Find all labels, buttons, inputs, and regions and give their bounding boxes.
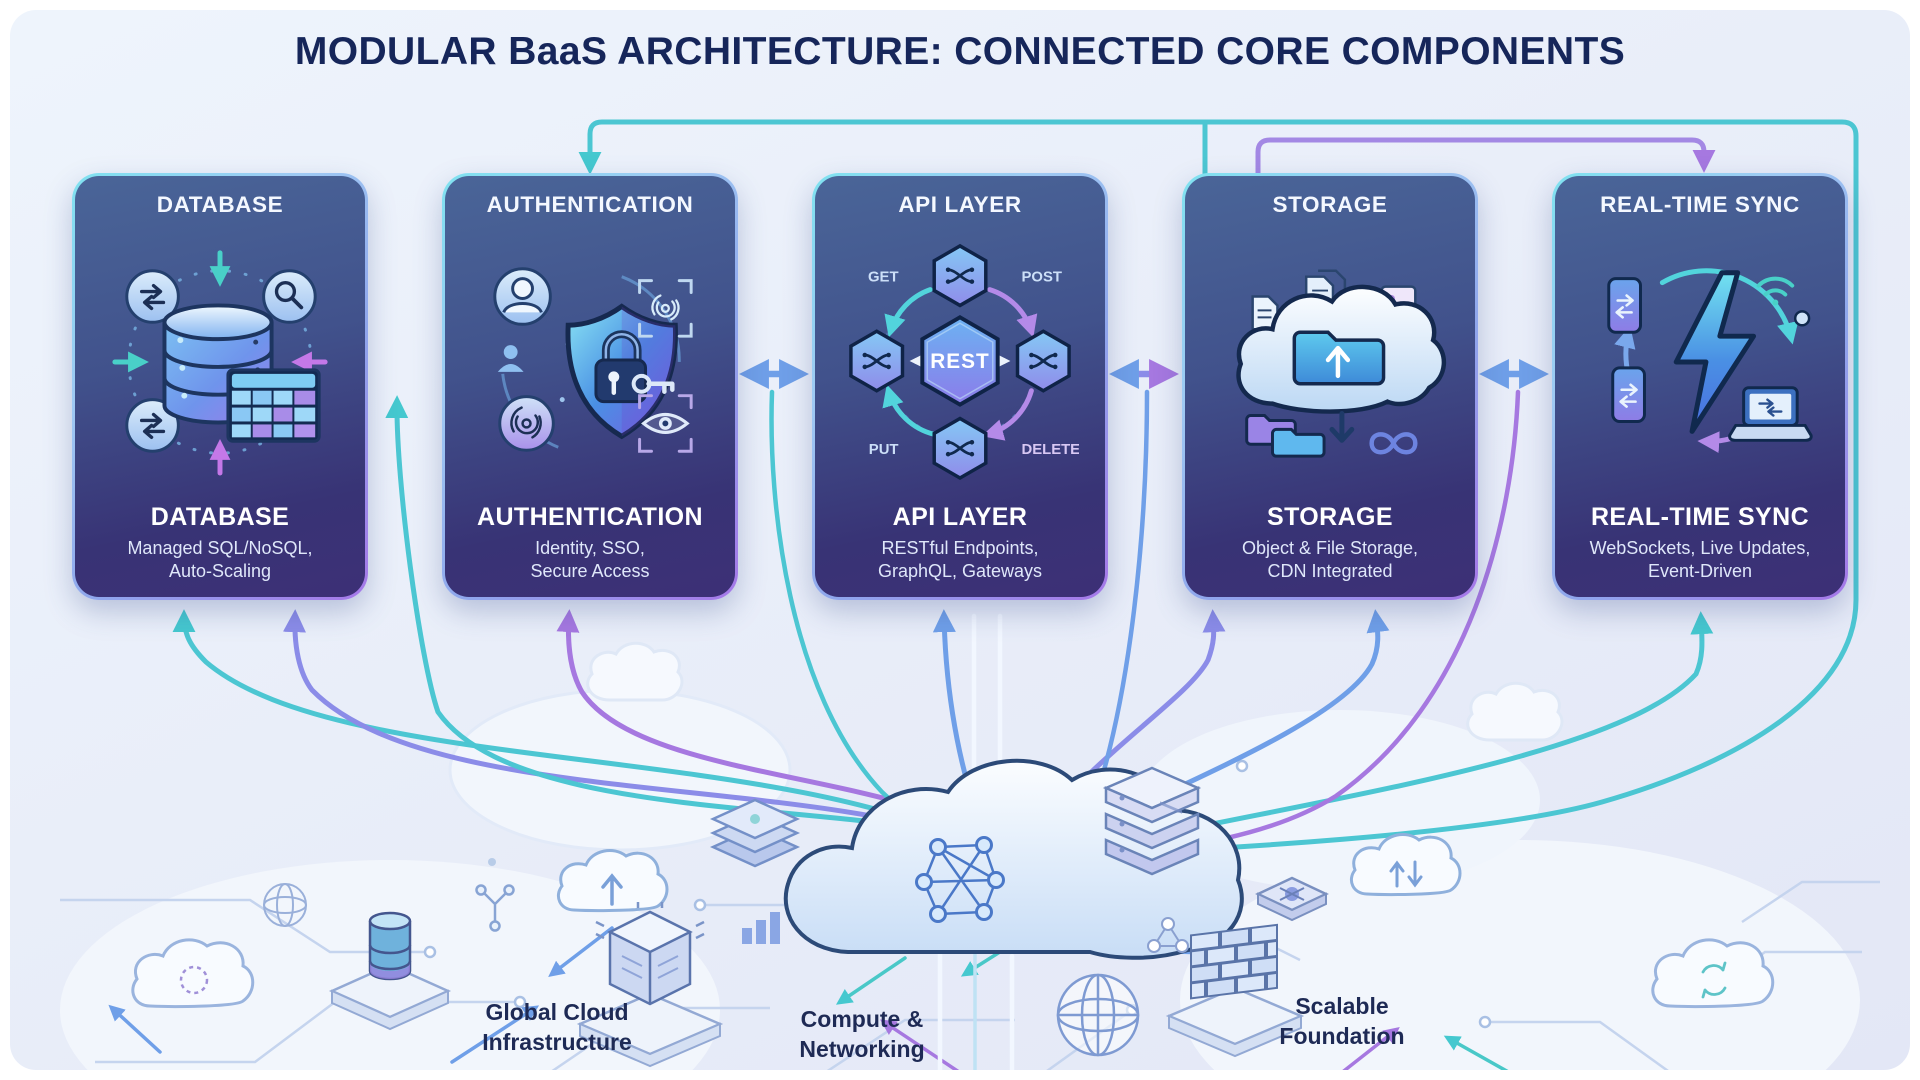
rest-label: REST xyxy=(930,350,989,373)
card-api-layer: API LAYER xyxy=(812,173,1108,600)
rest-satellite-hexagons xyxy=(849,243,1071,480)
top-bus-lines xyxy=(578,119,1859,857)
post-label: POST xyxy=(1021,270,1061,286)
sphere-grid-icon xyxy=(263,883,307,927)
folder-pair-icon xyxy=(1245,414,1326,458)
cloud-refresh-right-icon xyxy=(1651,938,1775,1008)
rest-center-hexagon: REST xyxy=(920,315,1000,407)
card-database-header: DATABASE xyxy=(156,192,284,217)
phone-icon-2 xyxy=(1611,366,1646,423)
page-title: MODULAR BaaS ARCHITECTURE: CONNECTED COR… xyxy=(294,30,1626,73)
card-storage: STORAGE xyxy=(1182,173,1478,600)
small-user-icon xyxy=(497,345,524,372)
eye-scan-icon xyxy=(638,394,693,453)
key-icon xyxy=(631,373,675,394)
fingerprint-scan-icon xyxy=(638,279,693,338)
lightning-bolt-icon xyxy=(1673,270,1757,434)
card-real-time-sync-header: REAL-TIME SYNC xyxy=(1600,192,1800,217)
iot-chip-icon xyxy=(1255,876,1329,922)
laptop-icon xyxy=(1728,386,1813,442)
card-database: DATABASE xyxy=(72,173,368,600)
realtime-sync-icon xyxy=(1607,268,1813,453)
down-arrow-icon xyxy=(1329,411,1355,443)
card-real-time-sync: REAL-TIME SYNC xyxy=(1552,173,1848,600)
cpu-chip-iso-icon xyxy=(576,902,724,1068)
layer-stack-icon xyxy=(709,798,801,868)
api-layer-icon: REST GET POST PUT DELETE xyxy=(849,243,1079,480)
card-api-layer-title: API LAYER xyxy=(892,502,1028,531)
server-stack-iso-icon xyxy=(1102,766,1202,876)
folder-upload-icon xyxy=(1292,330,1386,386)
card-storage-header: STORAGE xyxy=(1272,192,1388,217)
card-database-title: DATABASE xyxy=(150,502,290,531)
card-api-layer-subtitle: RESTful Endpoints,GraphQL, Gateways xyxy=(877,537,1043,581)
card-authentication-subtitle: Identity, SSO,Secure Access xyxy=(530,537,650,581)
put-label: PUT xyxy=(869,442,899,458)
search-bubble-icon xyxy=(262,269,317,324)
card-authentication: AUTHENTICATION xyxy=(442,173,738,600)
user-avatar-icon xyxy=(493,267,552,326)
infinity-icon xyxy=(1369,432,1418,455)
card-real-time-sync-subtitle: WebSockets, Live Updates,Event-Driven xyxy=(1589,537,1811,581)
get-label: GET xyxy=(868,270,899,286)
sync-bubble-icon-2 xyxy=(125,398,180,453)
cloud-sync-icon xyxy=(1350,833,1462,897)
database-icon xyxy=(112,250,328,476)
node-tree-icon xyxy=(475,884,515,932)
cloud-refresh-left-icon xyxy=(131,938,255,1008)
fingerprint-bubble-icon xyxy=(498,395,555,452)
connections-layer xyxy=(60,119,1880,1070)
network-graph-icon xyxy=(915,836,1005,923)
card-api-layer-header: API LAYER xyxy=(898,192,1022,217)
orb-icon xyxy=(1793,310,1811,327)
globe-icon xyxy=(1056,973,1140,1057)
shield-lock-icon xyxy=(565,303,678,440)
phone-icon-1 xyxy=(1607,277,1642,334)
firewall-iso-icon xyxy=(1165,923,1305,1058)
label-compute-networking: Compute &Networking xyxy=(799,1006,925,1062)
card-authentication-header: AUTHENTICATION xyxy=(486,192,694,217)
delete-label: DELETE xyxy=(1021,442,1079,458)
database-cylinder-iso-icon xyxy=(328,911,452,1031)
bar-chart-icon xyxy=(742,912,780,944)
authentication-icon xyxy=(493,267,693,453)
cloud-upload-icon xyxy=(557,849,669,913)
card-storage-title: STORAGE xyxy=(1267,502,1393,531)
storage-cloud-icon xyxy=(1236,284,1447,414)
table-grid-icon xyxy=(226,368,321,443)
card-storage-subtitle: Object & File Storage,CDN Integrated xyxy=(1241,537,1419,581)
card-database-subtitle: Managed SQL/NoSQL,Auto-Scaling xyxy=(127,537,313,581)
sync-bubble-icon xyxy=(125,269,180,324)
mini-network-icon xyxy=(1147,917,1189,953)
diagram-canvas: MODULAR BaaS ARCHITECTURE: CONNECTED COR… xyxy=(10,10,1910,1070)
wifi-icon xyxy=(1756,276,1795,306)
card-authentication-title: AUTHENTICATION xyxy=(477,502,703,531)
card-real-time-sync-title: REAL-TIME SYNC xyxy=(1590,502,1810,531)
storage-icon xyxy=(1236,269,1447,458)
